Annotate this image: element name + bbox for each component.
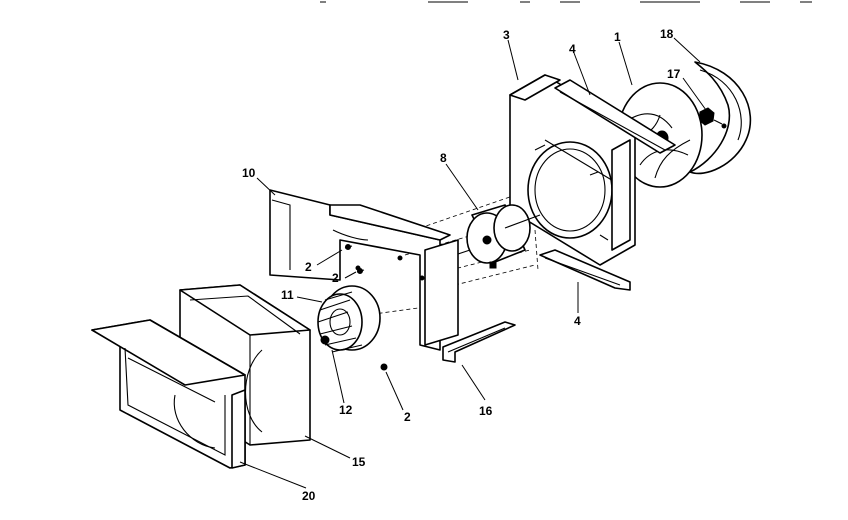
part-10-scroll-panel	[269, 189, 459, 351]
callout-1: 1	[614, 30, 621, 44]
part-2-screws	[344, 244, 388, 371]
callout-11: 11	[281, 288, 294, 302]
callout-10: 10	[242, 166, 256, 180]
part-3-orifice-panel	[509, 74, 636, 266]
callout-17: 17	[667, 67, 681, 81]
callout-8: 8	[440, 151, 447, 165]
callout-4: 4	[574, 314, 581, 328]
callout-labels: 1 2 2 2 3 4 4 8 10 11 12 15 16 17 18 20	[242, 27, 681, 503]
part-11-blower-wheel	[317, 285, 381, 353]
callout-2: 2	[332, 271, 339, 285]
callout-20: 20	[302, 489, 316, 503]
callout-3: 3	[503, 28, 510, 42]
callout-2: 2	[305, 260, 312, 274]
callout-18: 18	[660, 27, 674, 41]
part-4-upper-rail	[554, 79, 676, 154]
callout-12: 12	[339, 403, 353, 417]
leader-lines	[239, 37, 707, 489]
part-4-lower-rail	[539, 249, 631, 291]
part-17-nut	[698, 107, 727, 129]
callout-4: 4	[569, 42, 576, 56]
part-16-bracket	[442, 321, 516, 363]
part-20-front-frame	[91, 319, 246, 469]
callout-16: 16	[479, 404, 493, 418]
callout-15: 15	[352, 455, 366, 469]
callout-2: 2	[404, 410, 411, 424]
part-18-shroud	[689, 61, 752, 175]
